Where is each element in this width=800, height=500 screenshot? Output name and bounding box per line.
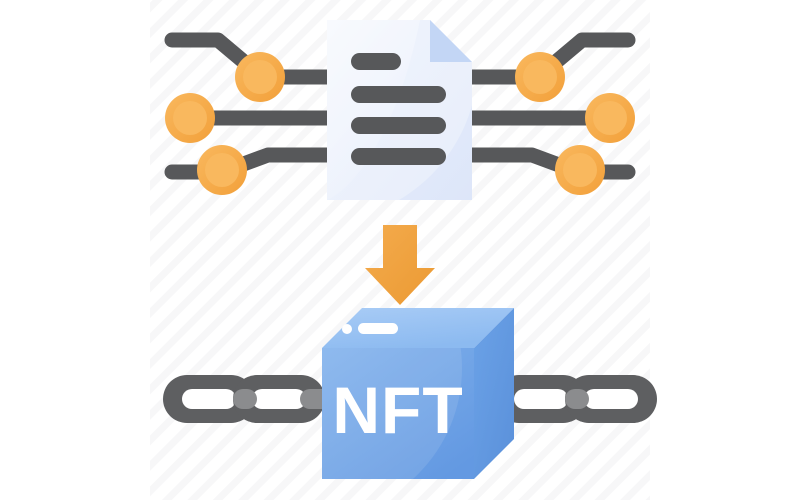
document-text-line-2 <box>351 86 446 103</box>
document-sheen-arc <box>327 20 472 200</box>
chain-left <box>163 375 336 423</box>
node-right-middle-inner <box>593 101 627 135</box>
circuit-nodes-right <box>515 52 635 195</box>
chain-left-overlap <box>233 389 257 409</box>
node-right-bottom-inner <box>563 153 597 187</box>
cube-top-marker <box>342 323 398 334</box>
cube-front-face <box>322 348 474 479</box>
cube-label-nft: NFT <box>332 373 463 447</box>
chain-right-link-1-inner <box>514 389 568 409</box>
document-text-line-3 <box>351 117 446 134</box>
nft-cube: NFT <box>322 308 514 479</box>
cube-top-face <box>322 308 514 348</box>
circuit-nodes-left <box>165 52 285 195</box>
down-arrow-icon <box>365 225 435 305</box>
chain-left-link-2-inner <box>252 389 306 409</box>
trace-right-top <box>462 32 636 85</box>
cube-top-marker-bar <box>358 323 398 334</box>
document-page <box>327 20 472 200</box>
document-text-line-1 <box>351 53 401 70</box>
chain-left-link-1-inner <box>182 389 236 409</box>
document-fold-corner <box>430 20 472 62</box>
document-text-bars <box>351 53 446 165</box>
cube-top-marker-dot <box>342 324 352 334</box>
document-text-line-4 <box>351 148 446 165</box>
trace-left-top <box>164 32 338 85</box>
cube-front-sheen <box>322 348 462 479</box>
cube-side-face <box>474 308 514 479</box>
node-left-bottom-inner <box>205 153 239 187</box>
down-arrow-shape <box>365 225 435 305</box>
chain-right-link-2-inner <box>584 389 638 409</box>
node-left-top-inner <box>243 60 277 94</box>
chain-right-overlap <box>565 389 589 409</box>
node-left-middle-inner <box>173 101 207 135</box>
node-right-top-inner <box>523 60 557 94</box>
